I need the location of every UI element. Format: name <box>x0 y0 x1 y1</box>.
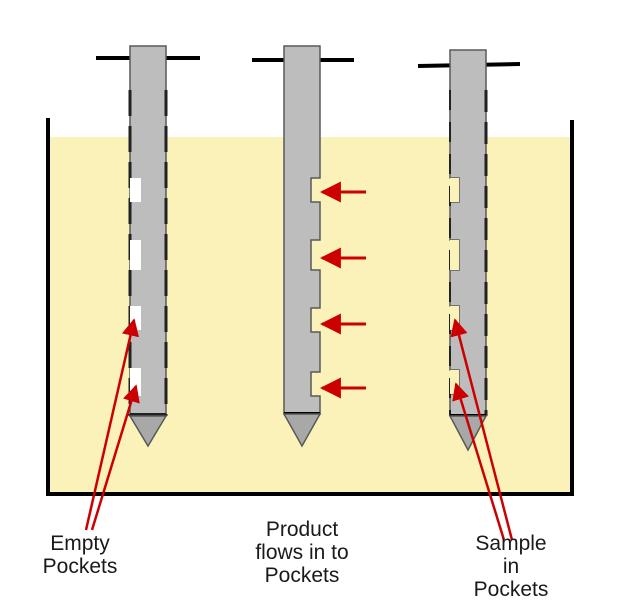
label-line: Pockets <box>42 555 118 578</box>
pointer-arrow <box>452 382 506 541</box>
probe-tube <box>449 49 487 417</box>
sample-pocket <box>450 240 459 270</box>
pocket <box>130 368 141 396</box>
sample-in-pockets-label: Sample in Pockets <box>456 532 566 601</box>
sample-pocket <box>450 370 459 394</box>
probe-tip <box>448 415 488 452</box>
pointer-arrow <box>90 384 140 531</box>
label-line: flows in to <box>255 541 349 564</box>
empty-pockets-label: Empty Pockets <box>30 532 130 578</box>
probe-filling <box>252 45 354 448</box>
label-arrows <box>84 318 514 541</box>
probe-tube <box>129 45 167 417</box>
label-line: in <box>502 555 520 578</box>
pocket <box>130 306 141 330</box>
pocket <box>130 178 141 202</box>
product-flows-label: Product flows in to Pockets <box>232 518 372 587</box>
label-line: Pockets <box>473 578 549 601</box>
probe-empty <box>96 45 200 448</box>
probe-tip <box>282 413 322 448</box>
label-line: Pockets <box>264 564 340 587</box>
sample-pocket <box>450 178 459 202</box>
pocket <box>130 240 141 270</box>
probe-tip <box>128 415 168 448</box>
label-line: Sample <box>475 532 547 555</box>
container <box>46 118 574 496</box>
probe-tube <box>283 45 321 415</box>
label-line: Empty <box>50 532 110 555</box>
pointer-arrow <box>450 318 514 541</box>
flow-arrows <box>319 181 366 399</box>
pointer-arrow <box>84 318 140 531</box>
label-line: Product <box>265 518 339 541</box>
sample-pocket <box>450 306 459 330</box>
